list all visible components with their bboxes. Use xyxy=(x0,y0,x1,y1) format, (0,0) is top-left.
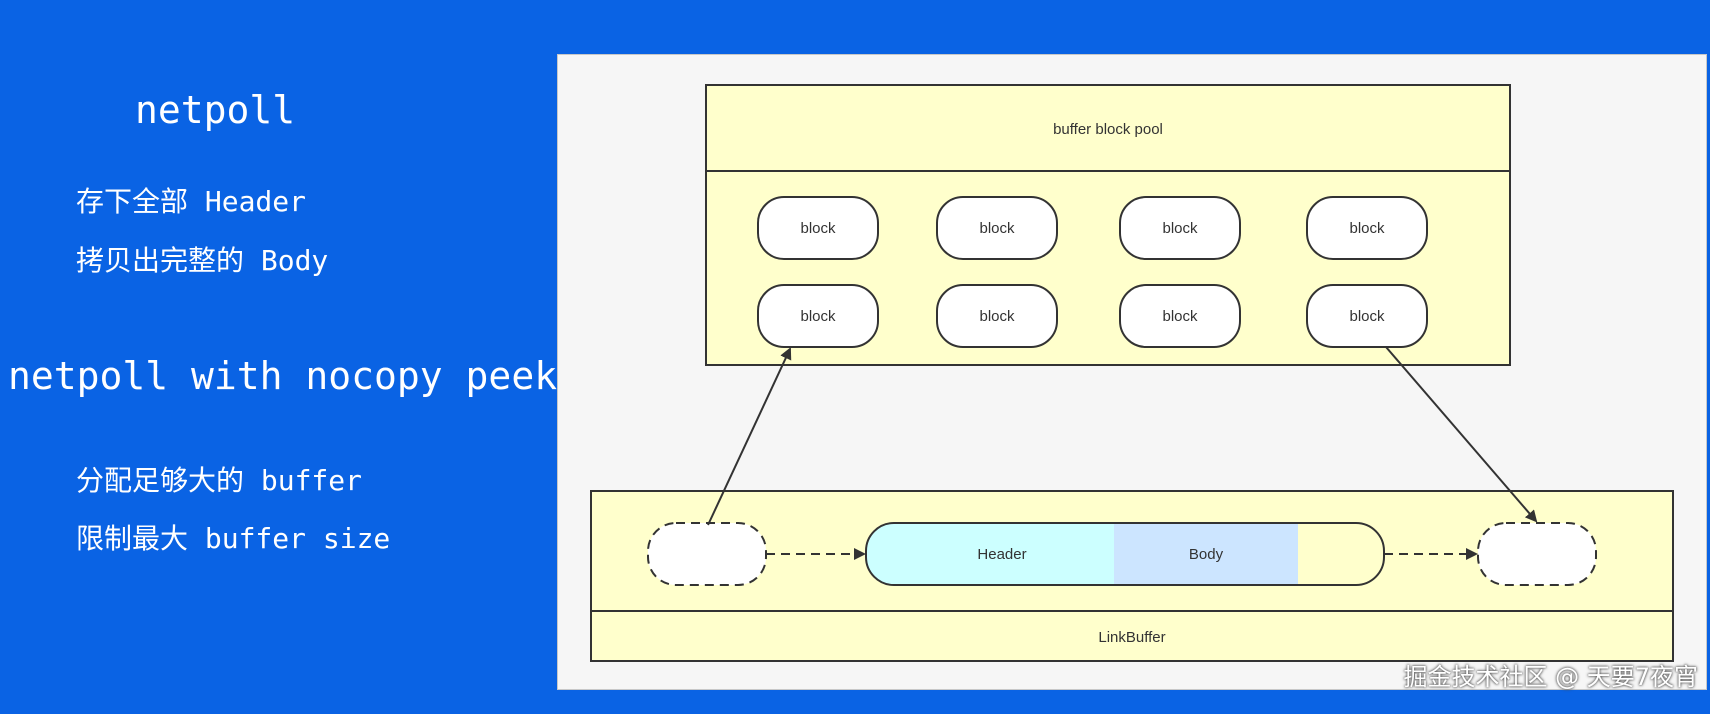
block-node-5 xyxy=(757,284,879,348)
title-netpoll: netpoll xyxy=(135,88,296,132)
buffer-block-pool-header xyxy=(705,84,1511,172)
block-label-8: block xyxy=(1349,308,1385,325)
block-label-5: block xyxy=(800,308,836,325)
block-node-6 xyxy=(936,284,1058,348)
block-label-3: block xyxy=(1162,220,1198,237)
block-node-4 xyxy=(1306,196,1428,260)
bullet-copy-body: 拷贝出完整的 Body xyxy=(76,244,329,277)
body-label: Body xyxy=(1189,546,1224,563)
buffer-block-pool-label: buffer block pool xyxy=(1053,121,1163,138)
body-segment xyxy=(1114,523,1298,585)
block-node-2 xyxy=(936,196,1058,260)
arrow-from-pool xyxy=(1385,346,1538,523)
header-label: Header xyxy=(977,546,1026,563)
linkbuffer-box xyxy=(590,610,1674,662)
blocks-group: block block block block block block block block xyxy=(757,196,1428,348)
block-node-3 xyxy=(1119,196,1241,260)
bullet-allocate-buffer: 分配足够大的 buffer xyxy=(76,464,363,497)
block-label-7: block xyxy=(1162,308,1198,325)
arrow-to-pool xyxy=(707,347,792,526)
block-label-1: block xyxy=(800,220,836,237)
header-segment xyxy=(866,523,1114,585)
block-label-6: block xyxy=(979,308,1015,325)
free-segment xyxy=(1298,523,1384,585)
block-node-1 xyxy=(757,196,879,260)
watermark: 掘金技术社区 @ 天要7夜宵 xyxy=(1403,663,1698,691)
title-netpoll-nocopy: netpoll with nocopy peek xyxy=(8,354,558,398)
data-node: Header Body xyxy=(865,522,1385,586)
block-label-4: block xyxy=(1349,220,1385,237)
block-node-7 xyxy=(1119,284,1241,348)
empty-node-left xyxy=(647,522,767,586)
block-node-8 xyxy=(1306,284,1428,348)
bullet-limit-buffer-size: 限制最大 buffer size xyxy=(76,522,391,555)
linkbuffer-label: LinkBuffer xyxy=(1098,629,1165,646)
block-label-2: block xyxy=(979,220,1015,237)
bullet-store-header: 存下全部 Header xyxy=(76,185,307,218)
empty-node-right xyxy=(1477,522,1597,586)
